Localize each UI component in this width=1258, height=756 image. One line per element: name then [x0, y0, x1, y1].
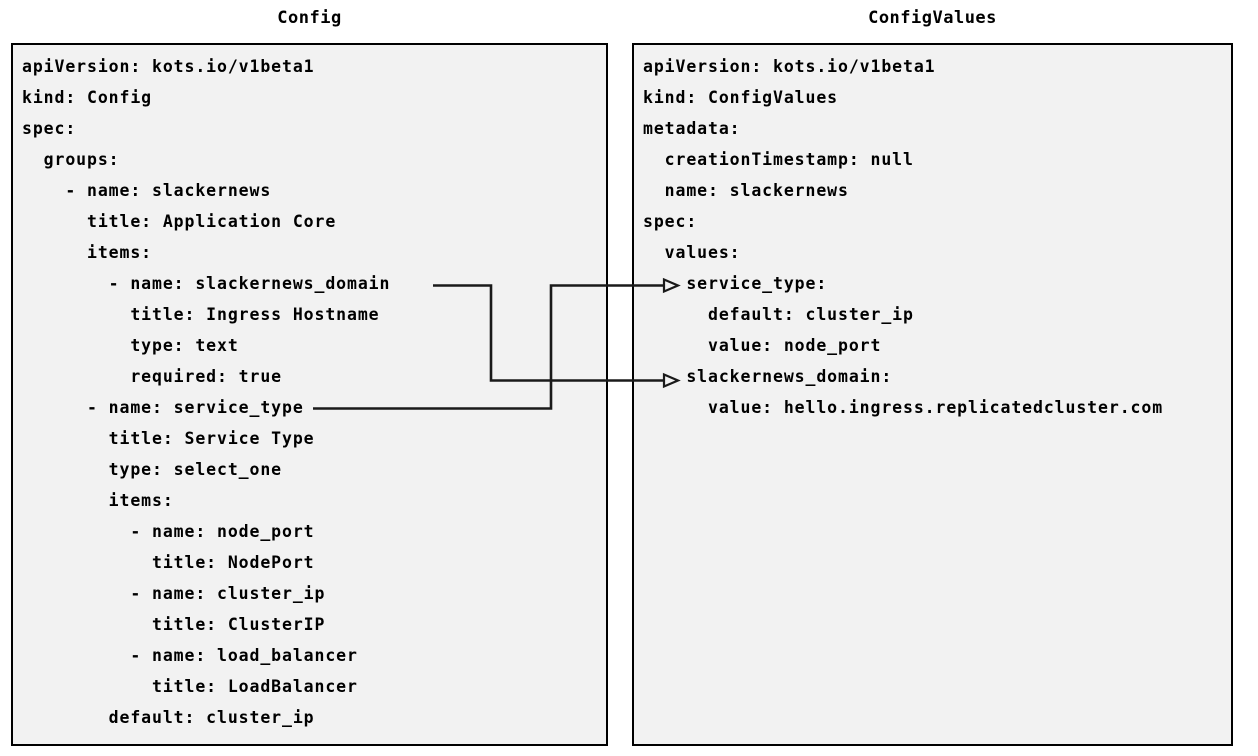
configvalues-yaml-text: apiVersion: kots.io/v1beta1 kind: Config…: [643, 57, 1164, 417]
config-panel: apiVersion: kots.io/v1beta1 kind: Config…: [11, 43, 608, 746]
config-yaml-text: apiVersion: kots.io/v1beta1 kind: Config…: [22, 57, 391, 727]
panel-title-configvalues: ConfigValues: [868, 8, 997, 28]
panel-title-config: Config: [277, 8, 342, 28]
configvalues-panel: apiVersion: kots.io/v1beta1 kind: Config…: [632, 43, 1233, 746]
